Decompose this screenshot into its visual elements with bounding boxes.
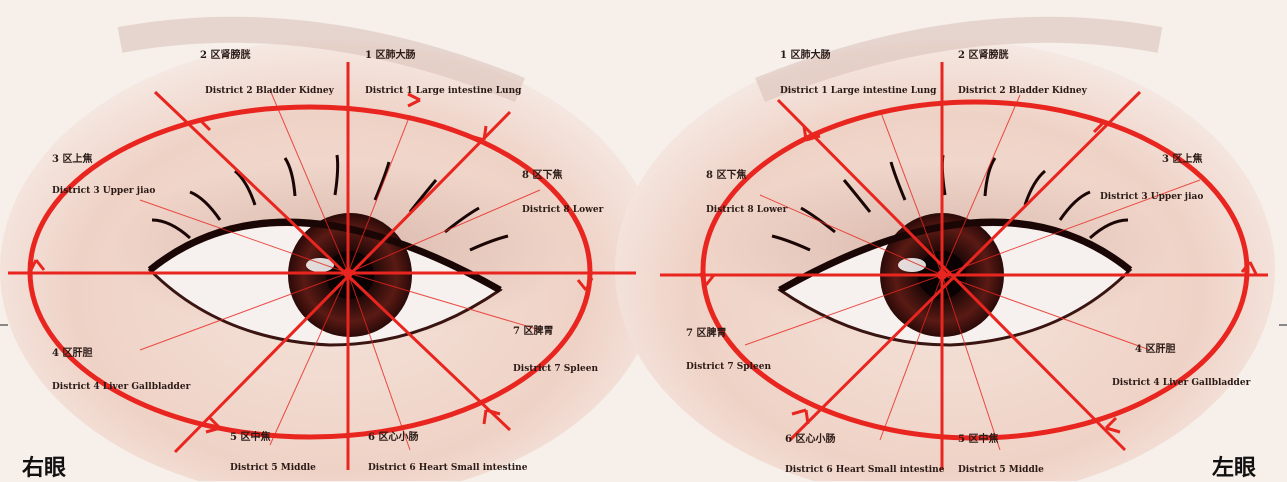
right-zone-3-en: District 3 Upper jiao (52, 186, 155, 196)
right-zone-2-cn: 2 区肾膀胱 (200, 46, 250, 61)
right-zone-6-en: District 6 Heart Small intestine (368, 463, 527, 473)
left-zone-7-cn: 7 区脾胃 (686, 324, 726, 339)
left-zone-6-cn: 6 区心小肠 (785, 430, 835, 445)
left-zone-4-cn: 4 区肝胆 (1135, 340, 1175, 355)
right-zone-2-en: District 2 Bladder Kidney (205, 86, 334, 96)
right-zone-3-cn: 3 区上焦 (52, 150, 92, 165)
left-zone-8-en: District 8 Lower (706, 205, 787, 215)
left-zone-5-cn: 5 区中焦 (958, 430, 998, 445)
left-zone-7-en: District 7 Spleen (686, 362, 771, 372)
left-zone-5-en: District 5 Middle (958, 465, 1044, 475)
left-zone-1-cn: 1 区肺大肠 (780, 46, 830, 61)
right-zone-1-cn: 1 区肺大肠 (365, 46, 415, 61)
right-zone-5-cn: 5 区中焦 (230, 428, 270, 443)
left-center-point (937, 270, 947, 280)
right-zone-4-cn: 4 区肝胆 (52, 344, 92, 359)
left-eye-highlight (898, 258, 926, 272)
left-zone-3-cn: 3 区上焦 (1162, 150, 1202, 165)
right-zone-5-en: District 5 Middle (230, 463, 316, 473)
left-eye-title: 左眼 (1212, 450, 1256, 482)
right-zone-1-en: District 1 Large intestine Lung (365, 86, 521, 96)
right-zone-8-en: District 8 Lower (522, 205, 603, 215)
left-zone-2-en: District 2 Bladder Kidney (958, 86, 1087, 96)
right-center-point (343, 268, 353, 278)
left-zone-6-en: District 6 Heart Small intestine (785, 465, 944, 475)
right-zone-7-cn: 7 区脾胃 (513, 322, 553, 337)
left-zone-3-en: District 3 Upper jiao (1100, 192, 1203, 202)
left-zone-4-en: District 4 Liver Gallbladder (1112, 378, 1250, 388)
right-zone-8-cn: 8 区下焦 (522, 166, 562, 181)
left-zone-1-en: District 1 Large intestine Lung (780, 86, 936, 96)
left-zone-8-cn: 8 区下焦 (706, 166, 746, 181)
right-zone-4-en: District 4 Liver Gallbladder (52, 382, 190, 392)
right-zone-7-en: District 7 Spleen (513, 364, 598, 374)
right-eye-title: 右眼 (22, 450, 66, 482)
right-zone-6-cn: 6 区心小肠 (368, 428, 418, 443)
left-zone-2-cn: 2 区肾膀胱 (958, 46, 1008, 61)
